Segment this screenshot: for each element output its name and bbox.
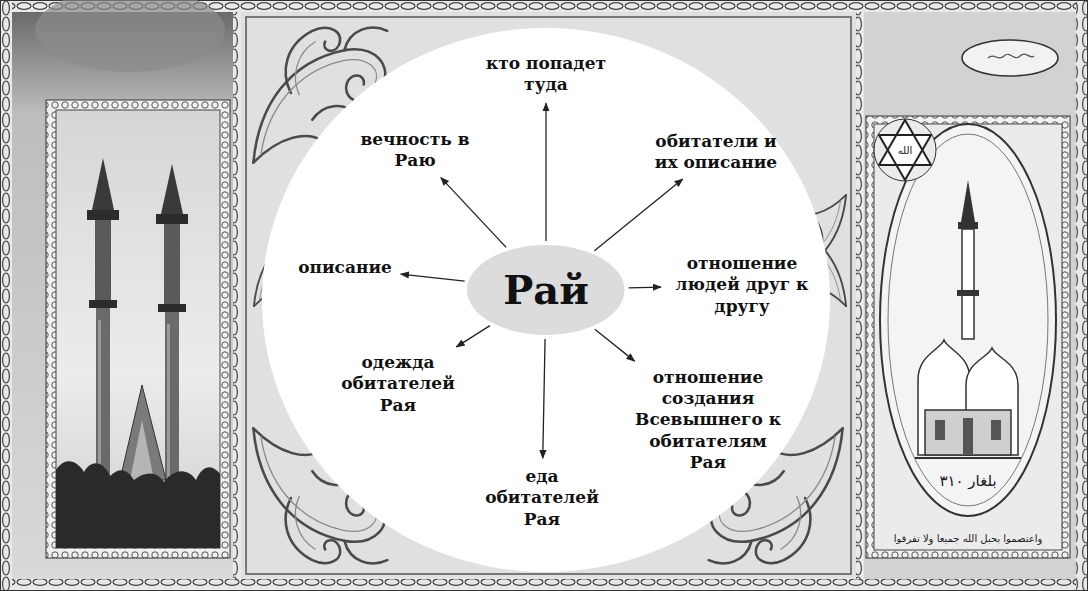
- arrow-connector: [456, 326, 490, 347]
- arrow-connector: [441, 178, 506, 248]
- topic-label: обитатели и их описание: [641, 129, 791, 176]
- topic-text: кто попадет туда: [484, 53, 608, 96]
- topic-label: одежда обитателей Рая: [336, 350, 461, 418]
- paradise-center-ellipse: Рай: [467, 245, 625, 335]
- emblem-motto: واعتصموا بحبل الله جميعا ولا تفرقوا: [894, 532, 1043, 545]
- topic-text: отношение людей друг к другу: [670, 253, 814, 317]
- topic-label: вечность в Раю: [355, 127, 475, 174]
- topic-text: описание: [298, 257, 392, 278]
- topic-label: кто попадет туда: [481, 51, 611, 98]
- white-oval-ground: [262, 28, 830, 572]
- arrow-connector: [594, 179, 682, 251]
- arrow-connector: [629, 286, 661, 288]
- topic-text: еда обитателей Рая: [480, 466, 604, 530]
- center-title: Рай: [503, 265, 589, 315]
- emblem-drawing: [874, 119, 1056, 516]
- topic-label: описание: [295, 255, 395, 280]
- emblem-inscription: بلغار ٣١٠: [939, 472, 996, 492]
- arrow-connector: [543, 339, 545, 458]
- topic-label: отношение создания Всевышнего к обитател…: [628, 365, 788, 475]
- star-inscription: الله: [898, 144, 913, 157]
- topic-text: одежда обитателей Рая: [339, 352, 458, 416]
- arrow-connector: [545, 103, 546, 241]
- arrow-connector: [595, 329, 635, 361]
- topic-text: отношение создания Всевышнего к обитател…: [631, 367, 785, 473]
- ellipse-fill: [467, 245, 625, 335]
- topic-label: еда обитателей Рая: [477, 464, 607, 532]
- arrow-connector: [401, 274, 465, 281]
- topic-text: обитатели и их описание: [644, 131, 788, 174]
- minaret-drawing: [56, 158, 220, 548]
- topic-text: вечность в Раю: [358, 129, 472, 172]
- topic-label: отношение людей друг к другу: [667, 251, 817, 319]
